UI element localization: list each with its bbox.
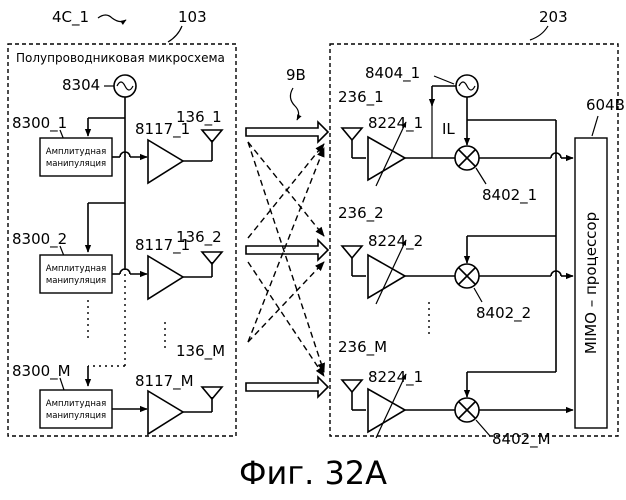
- tx1-amplifier: [148, 140, 183, 183]
- crosspath-m-2: [248, 262, 324, 342]
- tx2-ant-ref: 136_2: [176, 228, 222, 247]
- mimo-ref-leader: [592, 116, 598, 136]
- chip-title: Полупроводниковая микросхема: [16, 51, 225, 65]
- rx2-mixer-ref: 8402_2: [476, 304, 531, 323]
- rxm-mixer-leader: [476, 420, 490, 436]
- txm-mod-line1: Амплитудная: [46, 399, 106, 409]
- txm-mod-ref: 8300_M: [12, 362, 71, 381]
- rx1-amplifier: [368, 137, 405, 180]
- rx-oscillator-ref: 8404_1: [365, 64, 420, 83]
- rx1-mixer-leader: [476, 168, 486, 184]
- rxm-amplifier: [368, 389, 405, 432]
- tx2-crossover: [120, 269, 130, 274]
- rx2-amp-ref: 8224_2: [368, 232, 423, 251]
- crosspath-1-m: [248, 142, 324, 372]
- rx-oscillator-leader: [434, 76, 454, 84]
- figure-caption: Фиг. 32A: [239, 454, 387, 492]
- txm-amp-ref: 8117_M: [135, 372, 194, 391]
- tx-ref-label: 103: [178, 8, 207, 26]
- rx1-amp-ref: 8224_1: [368, 114, 423, 133]
- rx-oscillator-wave: [459, 82, 475, 90]
- txm-ask-modulator: [40, 390, 112, 428]
- rx2-antenna-icon: [342, 246, 362, 258]
- rx2-mixer-leader: [474, 288, 482, 302]
- tx2-amplifier: [148, 256, 183, 299]
- txm-mod-line2: манипуляция: [46, 411, 106, 421]
- crosspath-m-1: [248, 148, 324, 342]
- tx1-ant-ref: 136_1: [176, 108, 222, 127]
- il-label: IL: [442, 120, 455, 138]
- crosspath-1-2: [248, 142, 324, 236]
- tx2-ask-modulator: [40, 255, 112, 293]
- system-ref-label: 4C_1: [52, 8, 89, 27]
- tx-oscillator-ref: 8304: [62, 76, 100, 94]
- crosspath-2-1: [248, 144, 324, 238]
- txm-amplifier: [148, 391, 183, 434]
- tx2-mod-line1: Амплитудная: [46, 264, 106, 274]
- rx1-ant-ref: 236_1: [338, 88, 384, 107]
- tx1-ask-modulator: [40, 138, 112, 176]
- tx-oscillator-wave: [117, 82, 133, 90]
- rxm-amp-ref: 8224_1: [368, 368, 423, 387]
- channel-arrow-m: [246, 377, 328, 397]
- crosspath-2-m: [248, 262, 324, 376]
- tx2-mod-line2: манипуляция: [46, 276, 106, 286]
- channel-ref-arrow: [290, 88, 298, 120]
- rxm-mixer-ref: 8402_M: [492, 430, 551, 449]
- tx1-mod-line2: манипуляция: [46, 159, 106, 169]
- rx-ref-leader: [530, 26, 548, 40]
- rxm-antenna-icon: [342, 380, 362, 392]
- tx1-mod-ref: 8300_1: [12, 114, 67, 133]
- tx-ref-leader: [168, 26, 182, 42]
- rx2-amplifier: [368, 255, 405, 298]
- tx1-mod-line1: Амплитудная: [46, 147, 106, 157]
- rxm-ant-ref: 236_M: [338, 338, 387, 357]
- system-ref-arrow: [98, 15, 126, 22]
- channel-ref: 9B: [286, 66, 306, 84]
- channel-arrow-2: [246, 240, 328, 260]
- rx1-mixer-ref: 8402_1: [482, 186, 537, 205]
- rx1-antenna-icon: [342, 128, 362, 140]
- channel-arrow-1: [246, 122, 328, 142]
- mimo-processor-label: MIMO – процессор: [582, 212, 600, 354]
- rx-ref-label: 203: [539, 8, 568, 26]
- mimo-ref: 604B: [586, 96, 625, 114]
- txm-ant-ref: 136_M: [176, 342, 225, 361]
- rx2-ant-ref: 236_2: [338, 204, 384, 223]
- tx2-mod-ref: 8300_2: [12, 230, 67, 249]
